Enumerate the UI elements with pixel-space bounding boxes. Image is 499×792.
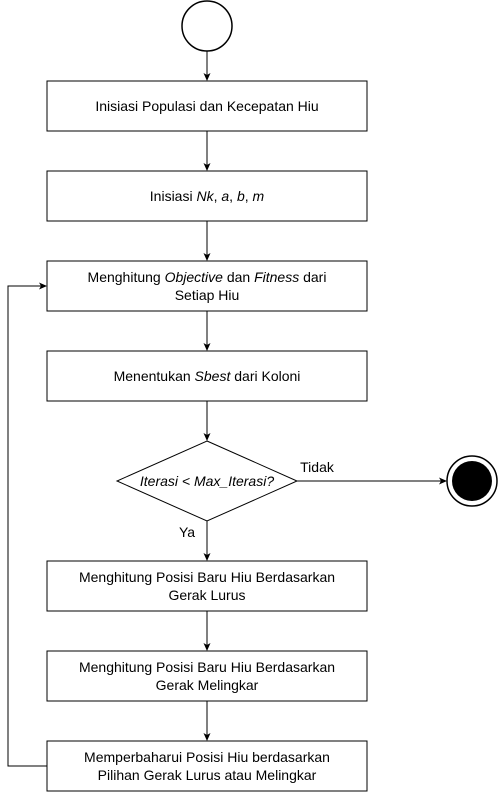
step-label-7-line-2: Pilihan Gerak Lurus atau Melingkar	[98, 767, 317, 783]
step-box-find-sbest: Menentukan Sbest dari Koloni	[46, 350, 368, 402]
start-node	[181, 0, 233, 52]
step-label-3-line-1: Menghitung Objective dan Fitness dari	[88, 269, 327, 285]
step-box-circular-motion: Menghitung Posisi Baru Hiu BerdasarkanGe…	[46, 650, 368, 702]
step-label-1-line-1: Inisiasi Populasi dan Kecepatan Hiu	[95, 98, 318, 114]
decision-iteration-check: Iterasi < Max_Iterasi?	[115, 440, 299, 522]
step-label-5-line-1: Menghitung Posisi Baru Hiu Berdasarkan	[79, 569, 335, 585]
step-label-2-line-1: Inisiasi Nk, a, b, m	[150, 188, 265, 204]
step-label-4-line-1: Menentukan Sbest dari Koloni	[114, 368, 301, 384]
step-label-5-line-2: Gerak Lurus	[168, 587, 245, 603]
step-label-7-line-1: Memperbaharui Posisi Hiu berdasarkan	[84, 749, 330, 765]
step-box-init-parameters: Inisiasi Nk, a, b, m	[46, 170, 368, 222]
step-box-straight-motion: Menghitung Posisi Baru Hiu BerdasarkanGe…	[46, 560, 368, 612]
step-label-6-line-2: Gerak Melingkar	[156, 677, 259, 693]
connector-loop-back	[7, 282, 47, 767]
no-label: Tidak	[300, 459, 335, 475]
step-box-compute-fitness: Menghitung Objective dan Fitness dariSet…	[46, 260, 368, 312]
yes-label: Ya	[179, 524, 195, 540]
step-box-update-position: Memperbaharui Posisi Hiu berdasarkanPili…	[46, 740, 368, 792]
end-node-inner	[452, 461, 492, 501]
step-label-6-line-1: Menghitung Posisi Baru Hiu Berdasarkan	[79, 659, 335, 675]
decision-label-line-1: Iterasi < Max_Iterasi?	[140, 473, 274, 489]
step-box-init-population: Inisiasi Populasi dan Kecepatan Hiu	[46, 80, 368, 132]
step-label-3-line-2: Setiap Hiu	[175, 287, 240, 303]
